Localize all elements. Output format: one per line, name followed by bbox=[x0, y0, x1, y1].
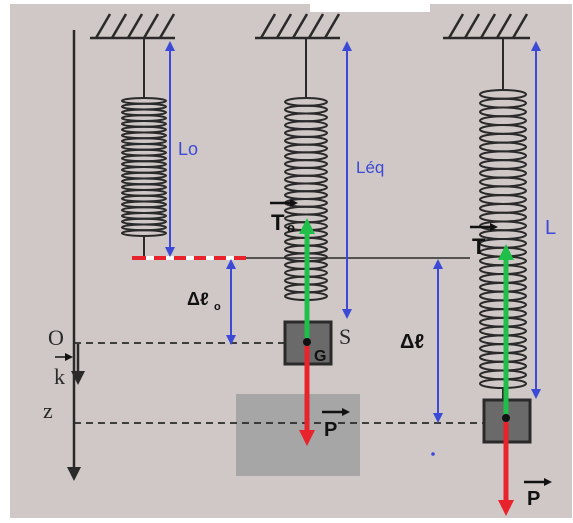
label-z: z bbox=[43, 398, 53, 423]
label-T0: T bbox=[271, 210, 285, 235]
label-dl0-sub: o bbox=[214, 301, 221, 313]
label-S: S bbox=[339, 324, 351, 349]
label-T0-sub: o bbox=[287, 220, 295, 235]
blue-dot bbox=[431, 452, 435, 456]
label-dl0: Δℓ bbox=[187, 289, 209, 309]
label-P1: P bbox=[324, 419, 337, 441]
label-T: T bbox=[472, 234, 486, 259]
paper-top-highlight bbox=[310, 4, 430, 12]
label-L: L bbox=[545, 217, 556, 239]
ceiling-support-1 bbox=[90, 13, 176, 40]
grey-patch bbox=[236, 394, 360, 476]
spring-coil bbox=[479, 378, 527, 389]
center-of-mass-G bbox=[303, 338, 311, 346]
label-k: k bbox=[54, 364, 65, 389]
center-of-mass-2 bbox=[502, 414, 510, 422]
label-L0: Lo bbox=[178, 139, 198, 159]
ceiling-support-3 bbox=[443, 13, 530, 40]
label-G: G bbox=[314, 348, 326, 365]
label-dl: Δℓ bbox=[400, 331, 424, 353]
spring-stretched bbox=[479, 38, 527, 400]
label-P2: P bbox=[527, 488, 540, 510]
ceiling-support-2 bbox=[255, 13, 341, 40]
label-Leq: Léq bbox=[356, 158, 384, 177]
label-O: O bbox=[48, 325, 64, 350]
